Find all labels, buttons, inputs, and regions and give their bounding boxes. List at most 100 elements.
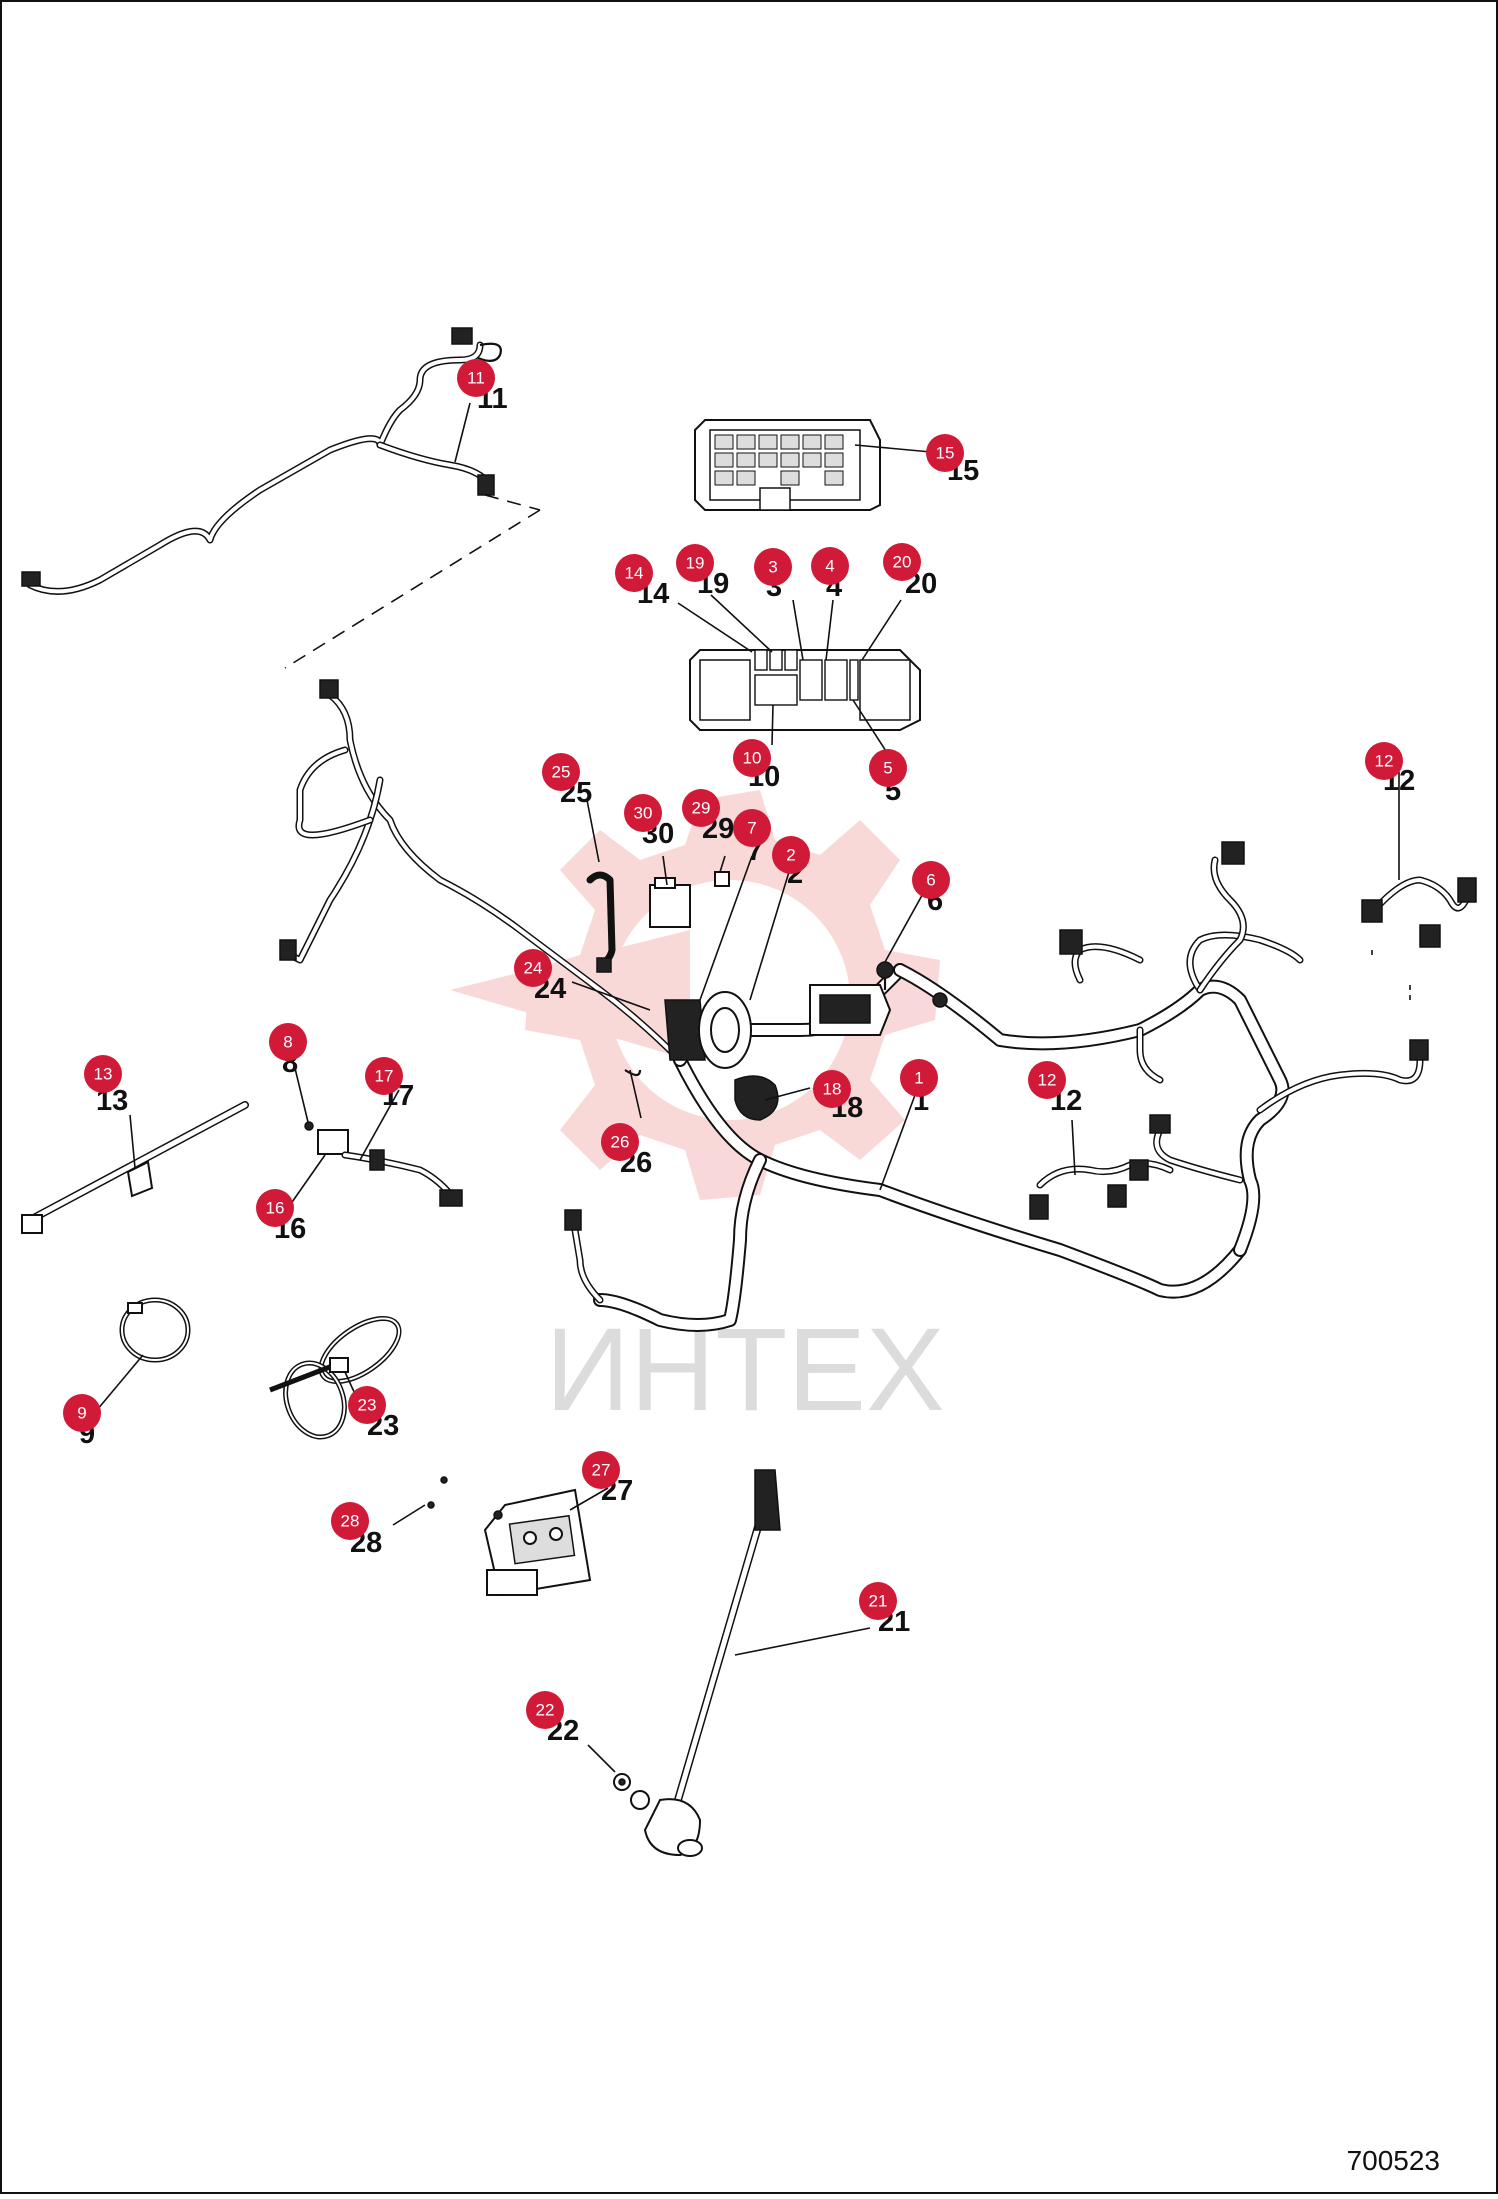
screw-28b [427, 1501, 435, 1509]
callout-badge-number: 7 [747, 819, 756, 838]
fuse-box-base [689, 649, 921, 731]
diagram-id: 700523 [1347, 2145, 1440, 2176]
callout-9: 99 [63, 1394, 101, 1450]
callout-badge-number: 17 [375, 1067, 394, 1086]
sensor-21 [630, 1469, 781, 1857]
callout-badge [859, 1582, 897, 1620]
callout-badge [269, 1023, 307, 1061]
parts-8-16-17 [304, 1121, 463, 1207]
dash-link-11 [284, 509, 541, 669]
callout-badge [542, 753, 580, 791]
callout-4: 44 [811, 547, 849, 603]
callout-badge [624, 794, 662, 832]
callout-badge-number: 8 [283, 1033, 292, 1052]
callout-badge [813, 1070, 851, 1108]
callout-badge-number: 5 [883, 759, 892, 778]
callout-8: 88 [269, 1023, 307, 1079]
callout-badge [514, 949, 552, 987]
callout-3: 33 [754, 548, 792, 603]
callout-badge [1365, 742, 1403, 780]
callout-badge [63, 1394, 101, 1432]
callout-badge [348, 1386, 386, 1424]
callout-badge [682, 789, 720, 827]
harness-12-lower [1029, 1159, 1174, 1220]
central-parts [586, 871, 948, 1121]
callout-badge [84, 1055, 122, 1093]
callout-badge [331, 1502, 369, 1540]
callout-badge-number: 25 [552, 763, 571, 782]
callout-badge-number: 13 [94, 1065, 113, 1084]
callout-badge [733, 809, 771, 847]
cable-tie-13 [21, 1101, 249, 1234]
callout-5: 55 [869, 749, 907, 807]
callout-badge-number: 1 [914, 1069, 923, 1088]
callout-badge-number: 21 [869, 1592, 888, 1611]
callout-badge-number: 2 [786, 846, 795, 865]
callout-badge-number: 6 [926, 871, 935, 890]
callout-badge [772, 836, 810, 874]
callout-badge [883, 543, 921, 581]
callout-badge-number: 14 [625, 564, 644, 583]
callout-badge [615, 554, 653, 592]
harness-1 [279, 679, 1429, 1332]
callout-badge-number: 29 [692, 799, 711, 818]
callout-badge-number: 18 [823, 1080, 842, 1099]
callout-badge-number: 15 [936, 444, 955, 463]
callout-badge [365, 1057, 403, 1095]
callout-badge [526, 1691, 564, 1729]
callout-badge [582, 1451, 620, 1489]
screw-28a [440, 1476, 448, 1484]
callout-badge-number: 16 [266, 1199, 285, 1218]
callout-badge [256, 1189, 294, 1227]
callout-badge-number: 27 [592, 1461, 611, 1480]
callout-badge [869, 749, 907, 787]
callout-badge [811, 547, 849, 585]
callout-badge-number: 10 [743, 749, 762, 768]
callout-badge [1028, 1061, 1066, 1099]
callouts: 1122334455667788991010111112121212131314… [63, 359, 1415, 1747]
callout-badge [601, 1123, 639, 1161]
callout-badge-number: 3 [768, 558, 777, 577]
leader-lines [96, 402, 1400, 1773]
callout-badge [926, 434, 964, 472]
fuse-box-cover-15 [694, 419, 881, 511]
screw-22 [613, 1773, 631, 1791]
callout-badge-number: 19 [686, 554, 705, 573]
callout-badge [754, 548, 792, 586]
callout-badge-number: 9 [77, 1404, 86, 1423]
callout-6: 66 [912, 861, 950, 917]
callout-badge-number: 30 [634, 804, 653, 823]
callout-badge-number: 23 [358, 1396, 377, 1415]
callout-badge-number: 28 [341, 1512, 360, 1531]
callout-badge [912, 861, 950, 899]
callout-badge-number: 22 [536, 1701, 555, 1720]
callout-badge-number: 11 [467, 369, 485, 388]
harness-11 [21, 327, 502, 595]
watermark-text: ИНТЕХ [545, 1304, 945, 1436]
callout-badge-number: 26 [611, 1133, 630, 1152]
callout-badge [900, 1059, 938, 1097]
cable-tie-23 [269, 1316, 402, 1440]
callout-badge-number: 12 [1038, 1071, 1057, 1090]
callout-1: 11 [900, 1059, 938, 1117]
